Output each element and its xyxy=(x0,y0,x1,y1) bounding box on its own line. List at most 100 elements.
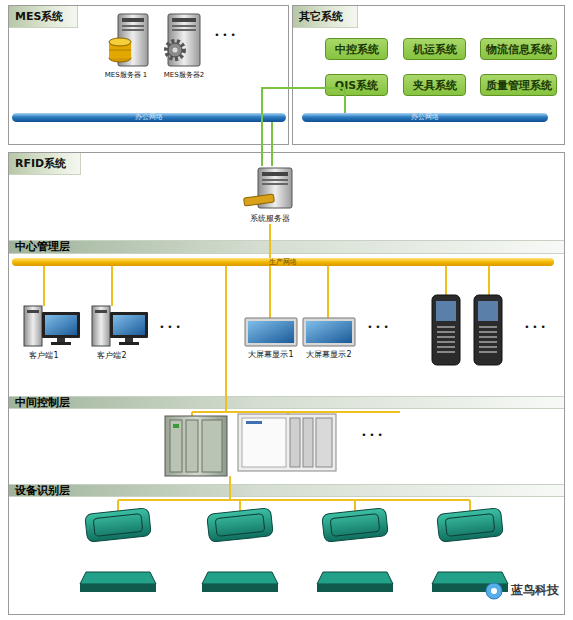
handheld-terminal-icon xyxy=(437,346,455,348)
node-text: 办公网络 xyxy=(12,113,286,122)
network-bar: 办公网络 xyxy=(12,113,286,122)
rfid-reader-icon xyxy=(432,572,508,584)
network-bar: 办公网络 xyxy=(302,113,548,122)
rfid-reader-icon xyxy=(80,508,156,592)
mes-server-icon xyxy=(122,29,144,31)
mes-server-icon xyxy=(166,41,184,59)
client-pc-icon xyxy=(57,338,65,342)
client-pc-icon xyxy=(110,312,148,338)
rfid-reader-icon xyxy=(215,514,265,537)
client-pc-icon xyxy=(51,342,71,345)
handheld-terminal-icon xyxy=(436,301,456,321)
client-pc-icon xyxy=(125,338,133,342)
network-wire xyxy=(192,411,400,413)
mes-server-icon xyxy=(172,29,196,31)
network-bar: 生产网络 xyxy=(12,258,554,266)
handheld-terminal-icon xyxy=(478,301,498,321)
layer-band: 中心管理层 xyxy=(9,240,564,254)
network-wire xyxy=(269,266,271,318)
system-button: 物流信息系统 xyxy=(480,38,557,60)
display-screen-icon xyxy=(248,321,294,343)
section-title: MES系统 xyxy=(9,6,78,28)
node-text: 中控系统 xyxy=(335,42,379,57)
rfid-reader-icon xyxy=(80,584,156,592)
mes-server-icon xyxy=(166,14,200,66)
rfid-reader-icon xyxy=(85,508,152,543)
system-group: 其它系统中控系统机运系统物流信息系统QIS系统夹具系统质量管理系统办公网络 xyxy=(292,5,565,145)
system-server-icon xyxy=(262,172,288,176)
client-pc-icon xyxy=(95,310,107,313)
node-text: 机运系统 xyxy=(413,42,457,57)
node-text: 物流信息系统 xyxy=(486,42,552,57)
plc-icon xyxy=(165,416,227,476)
network-wire xyxy=(111,266,113,306)
network-wire xyxy=(445,266,447,295)
plc-icon xyxy=(246,421,262,424)
rfid-reader-icon xyxy=(93,514,143,537)
client-pc-icon xyxy=(92,306,148,346)
handheld-terminal-icon xyxy=(479,331,497,333)
plc-icon xyxy=(170,420,182,472)
rfid-reader-icon xyxy=(202,584,278,592)
client-pc-icon xyxy=(119,342,139,345)
mes-server-icon xyxy=(168,43,182,57)
rfid-reader-icon xyxy=(432,508,508,592)
layer-band: 中间控制层 xyxy=(9,396,564,409)
network-wire xyxy=(225,266,227,412)
rfid-reader-icon xyxy=(317,572,393,584)
client-pc-icon xyxy=(24,306,80,346)
mes-server-icon xyxy=(172,25,196,27)
system-button: 机运系统 xyxy=(403,38,466,60)
network-link xyxy=(262,88,345,166)
watermark-logo xyxy=(486,583,502,599)
handheld-terminal-icon xyxy=(479,341,497,343)
rfid-reader-icon xyxy=(330,514,380,537)
handheld-terminal-icon xyxy=(437,326,455,328)
handheld-terminal-icon xyxy=(437,336,455,338)
node-text: 夹具系统 xyxy=(413,78,457,93)
mes-server-icon xyxy=(122,18,144,22)
network-wire xyxy=(44,266,489,511)
node-text: 设备识别层 xyxy=(9,485,564,497)
section-title: RFID系统 xyxy=(9,153,81,175)
plc-icon xyxy=(242,418,286,467)
rfid-reader-icon xyxy=(317,584,393,592)
client-pc-icon xyxy=(45,315,77,335)
display-screen-icon xyxy=(303,318,355,346)
network-link xyxy=(269,224,271,258)
plc-icon xyxy=(316,418,332,467)
network-wire xyxy=(239,500,241,511)
system-server-icon xyxy=(262,183,288,185)
handheld-terminal-icon xyxy=(432,295,460,365)
mes-server-icon xyxy=(172,18,196,22)
network-wire xyxy=(469,500,471,511)
node-text: 中心管理层 xyxy=(9,241,564,253)
handheld-terminal-icon xyxy=(479,346,497,348)
system-server-icon xyxy=(262,179,288,181)
system-server-icon xyxy=(244,194,275,206)
rfid-reader-icon xyxy=(202,508,278,592)
mes-server-icon xyxy=(109,14,148,66)
rfid-reader-icon xyxy=(202,572,278,584)
system-group: RFID系统系统服务器中心管理层生产网络中间控制层设备识别层 xyxy=(8,152,565,615)
network-link xyxy=(271,122,273,166)
mes-server-icon xyxy=(109,50,131,51)
network-wire xyxy=(117,500,119,511)
client-pc-icon xyxy=(113,315,145,335)
system-server-icon xyxy=(244,168,292,208)
network-wire xyxy=(191,412,193,416)
handheld-terminal-icon xyxy=(479,326,497,328)
rfid-reader-icon xyxy=(437,508,504,543)
network-wire xyxy=(488,266,490,295)
rfid-reader-icon xyxy=(322,508,389,543)
mes-server-icon xyxy=(122,25,144,27)
node-text: 办公网络 xyxy=(302,113,548,122)
mes-server-icon xyxy=(173,48,178,53)
plc-icon xyxy=(186,420,198,472)
layer-band: 设备识别层 xyxy=(9,484,564,497)
plc-icon xyxy=(165,416,227,476)
client-pc-icon xyxy=(42,312,80,338)
system-button: 夹具系统 xyxy=(403,74,466,96)
handheld-terminal-icon xyxy=(437,331,455,333)
